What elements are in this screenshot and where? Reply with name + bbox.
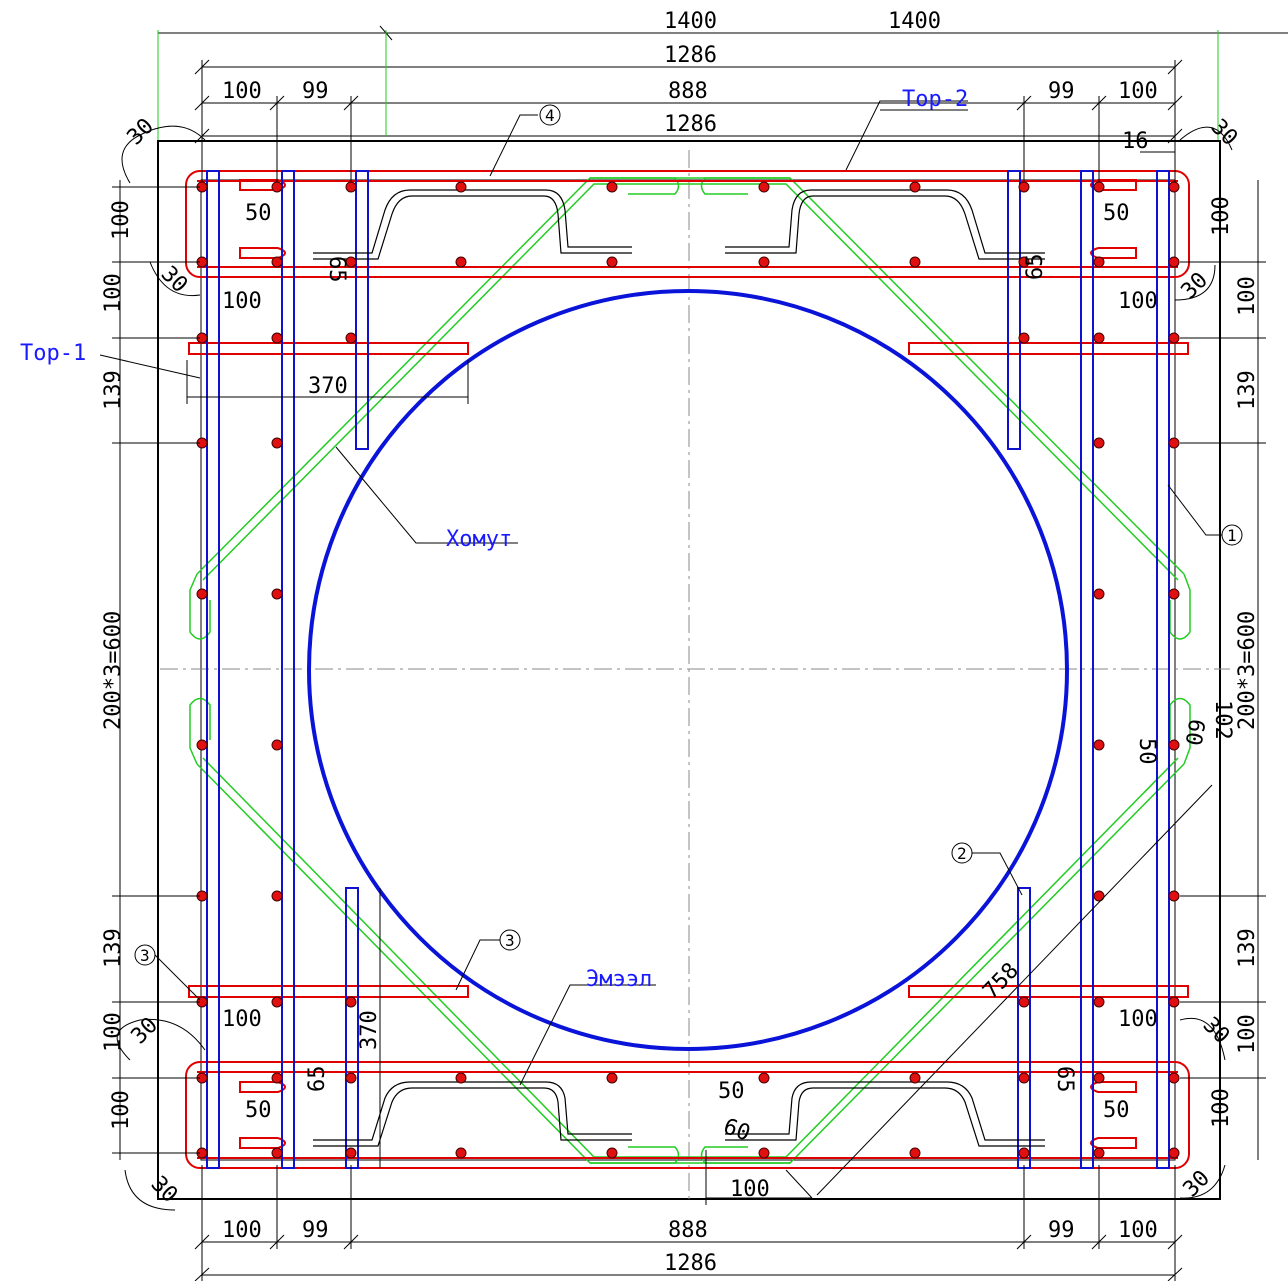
svg-text:1: 1 [1227, 526, 1237, 545]
rebar-dots [196, 181, 1180, 1159]
dim-60-right: 60 [1179, 717, 1208, 747]
cover-arcs [116, 125, 1233, 1211]
hook-50-right: 50 [1134, 738, 1159, 765]
dim-1286-top-outer: 1286 [664, 43, 717, 68]
dim-888-top: 888 [668, 79, 708, 104]
hook-65-tl: 65 [324, 256, 349, 283]
dim-99-bottom-left: 99 [302, 1218, 329, 1243]
dim-1400-right: 1400 [888, 9, 941, 34]
cover-30-tl: 30 [123, 114, 159, 150]
dim-16: 16 [1122, 129, 1149, 154]
side-dimension-lines [112, 180, 1266, 1196]
tor1-vertical-bars [206, 170, 1170, 1169]
right-dim-139-a: 139 [1235, 370, 1260, 410]
svg-text:2: 2 [957, 844, 967, 863]
hook-65-tr: 65 [1023, 254, 1048, 281]
dim-100-tr-inner: 100 [1118, 289, 1158, 314]
top-dimension-lines [158, 25, 1288, 182]
right-dim-100-c: 100 [1235, 1014, 1260, 1054]
right-dim-600: 200*3=600 [1235, 611, 1260, 730]
dim-1286-bottom: 1286 [664, 1251, 717, 1276]
marker-3-left: 3 [134, 944, 156, 966]
dim-100-bl-inner: 100 [222, 1007, 262, 1032]
right-dim-100-b: 100 [1235, 276, 1260, 316]
dim-60-bottom: 60 [720, 1114, 753, 1147]
right-dim-100-d: 100 [1209, 1088, 1234, 1128]
right-dim-100-a: 100 [1209, 196, 1234, 236]
marker-1: 1 [1221, 524, 1243, 546]
dim-100-top-left: 100 [222, 79, 262, 104]
dim-100-bottom-right: 100 [1118, 1218, 1158, 1243]
hook-50-tr: 50 [1103, 201, 1130, 226]
label-tor2: Тор-2 [902, 87, 968, 112]
left-dim-139-a: 139 [101, 370, 126, 410]
cover-30-tr2: 30 [1177, 268, 1213, 304]
left-dim-100-c: 100 [101, 1012, 126, 1052]
left-dim-139-b: 139 [101, 928, 126, 968]
leader-lines [99, 100, 1222, 1086]
hook-50-br: 50 [1103, 1098, 1130, 1123]
bottom-bar-tor2 [185, 1061, 1190, 1169]
svg-text:3: 3 [505, 931, 515, 950]
circular-opening [307, 289, 1069, 1051]
marker-2: 2 [951, 842, 973, 864]
left-dim-100-b: 100 [101, 273, 126, 313]
hook-50-bl: 50 [245, 1098, 272, 1123]
dim-100-bottom-mid: 100 [730, 1177, 770, 1202]
cover-30-tr: 30 [1206, 115, 1242, 151]
dim-99-bottom-right: 99 [1048, 1218, 1075, 1243]
hook-50-tl: 50 [245, 201, 272, 226]
dim-1286-top-inner: 1286 [664, 112, 717, 137]
rebar-3-bars [188, 342, 1189, 998]
cover-30-br2: 30 [1179, 1166, 1215, 1202]
label-khomut: Хомут [446, 527, 512, 552]
cover-30-br: 30 [1198, 1013, 1234, 1049]
bottom-dimension-lines [194, 1150, 1183, 1281]
dim-100-br-inner: 100 [1118, 1007, 1158, 1032]
dim-1400-left: 1400 [664, 9, 717, 34]
hook-65-br: 65 [1052, 1066, 1077, 1093]
saddle-emzel [313, 189, 1045, 1147]
dim-100-bottom-left: 100 [222, 1218, 262, 1243]
svg-text:3: 3 [140, 946, 150, 965]
dim-100-top-right: 100 [1118, 79, 1158, 104]
svg-text:4: 4 [545, 106, 555, 125]
left-dim-100-a: 100 [109, 200, 134, 240]
label-emzel: Эмээл [586, 967, 652, 992]
left-dim-600: 200*3=600 [101, 611, 126, 730]
dim-99-top-left: 99 [302, 79, 329, 104]
marker-3-center: 3 [499, 929, 521, 951]
dim-370-horizontal: 370 [308, 374, 348, 399]
stirrup-khomut [189, 177, 1191, 1164]
hook-65-bl: 65 [305, 1066, 330, 1093]
hook-50-bottom-mid: 50 [718, 1079, 745, 1104]
left-dim-100-d: 100 [109, 1090, 134, 1130]
dim-370-vertical: 370 [357, 1010, 382, 1050]
marker-4: 4 [539, 104, 561, 126]
top-bar-tor2 [185, 170, 1190, 278]
dim-888-bottom: 888 [668, 1218, 708, 1243]
label-tor1: Тор-1 [20, 341, 86, 366]
cover-30-bl2: 30 [146, 1172, 182, 1208]
dim-99-top-right: 99 [1048, 79, 1075, 104]
right-dim-139-b: 139 [1235, 928, 1260, 968]
dim-102: 102 [1210, 700, 1235, 740]
inner-outline [200, 179, 1176, 1161]
dim-100-tl-inner: 100 [222, 289, 262, 314]
top-green-extension [157, 30, 1219, 140]
